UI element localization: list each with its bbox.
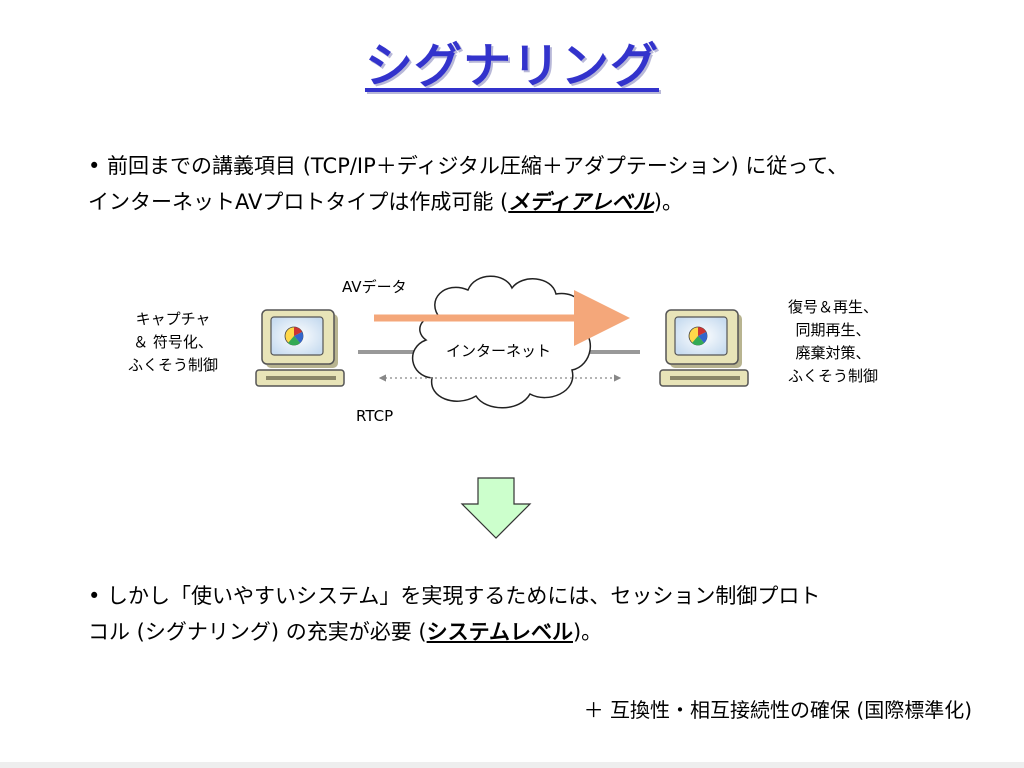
slide-footer-bar [0, 762, 1024, 768]
media-level-emphasis: メディアレベル [508, 190, 654, 214]
receiver-function-2: 同期再生、 [795, 321, 871, 339]
system-level-emphasis: システムレベル [426, 620, 573, 644]
signaling-line-2-text: コル (シグナリング) の充実が必要 ( [88, 620, 427, 644]
computer-icon [255, 309, 345, 387]
slide-title: シグナリング [364, 38, 659, 94]
computer-icon [659, 309, 749, 387]
standardization-note: ＋ 互換性・相互接続性の確保 (国際標準化) [583, 698, 972, 722]
sender-function-1: キャプチャ [135, 310, 211, 328]
intro-line-2: インターネットAVプロトタイプは作成可能 (メディアレベル)。 [88, 184, 848, 220]
intro-line-1: • 前回までの講義項目 (TCP/IP＋ディジタル圧縮＋アダプテーション) に従… [88, 154, 849, 178]
receiver-function-4: ふくそう制御 [787, 367, 878, 385]
signaling-paragraph: • しかし「使いやすいシステム」を実現するためには、セッション制御プロト コル … [88, 578, 820, 650]
receiver-function-3: 廃棄対策、 [795, 344, 871, 362]
intro-paragraph: • 前回までの講義項目 (TCP/IP＋ディジタル圧縮＋アダプテーション) に従… [88, 148, 848, 220]
av-data-label: AVデータ [342, 278, 407, 296]
internet-label: インターネット [446, 342, 552, 360]
intro-line-2-suffix: )。 [653, 190, 683, 214]
sender-function-2: ＆ 符号化、 [133, 333, 213, 351]
rtcp-label: RTCP [356, 407, 394, 425]
down-arrow-icon [460, 477, 532, 539]
intro-line-2-text: インターネットAVプロトタイプは作成可能 ( [88, 190, 509, 214]
receiver-functions-label: 復号＆再生、 同期再生、 廃棄対策、 ふくそう制御 [768, 296, 898, 388]
receiver-function-1: 復号＆再生、 [787, 298, 878, 316]
sender-functions-label: キャプチャ ＆ 符号化、 ふくそう制御 [108, 308, 238, 377]
signaling-line-2: コル (シグナリング) の充実が必要 (システムレベル)。 [88, 614, 820, 650]
signaling-line-1: • しかし「使いやすいシステム」を実現するためには、セッション制御プロト [88, 584, 821, 608]
sender-function-3: ふくそう制御 [127, 356, 218, 374]
signaling-line-2-suffix: )。 [572, 620, 603, 644]
